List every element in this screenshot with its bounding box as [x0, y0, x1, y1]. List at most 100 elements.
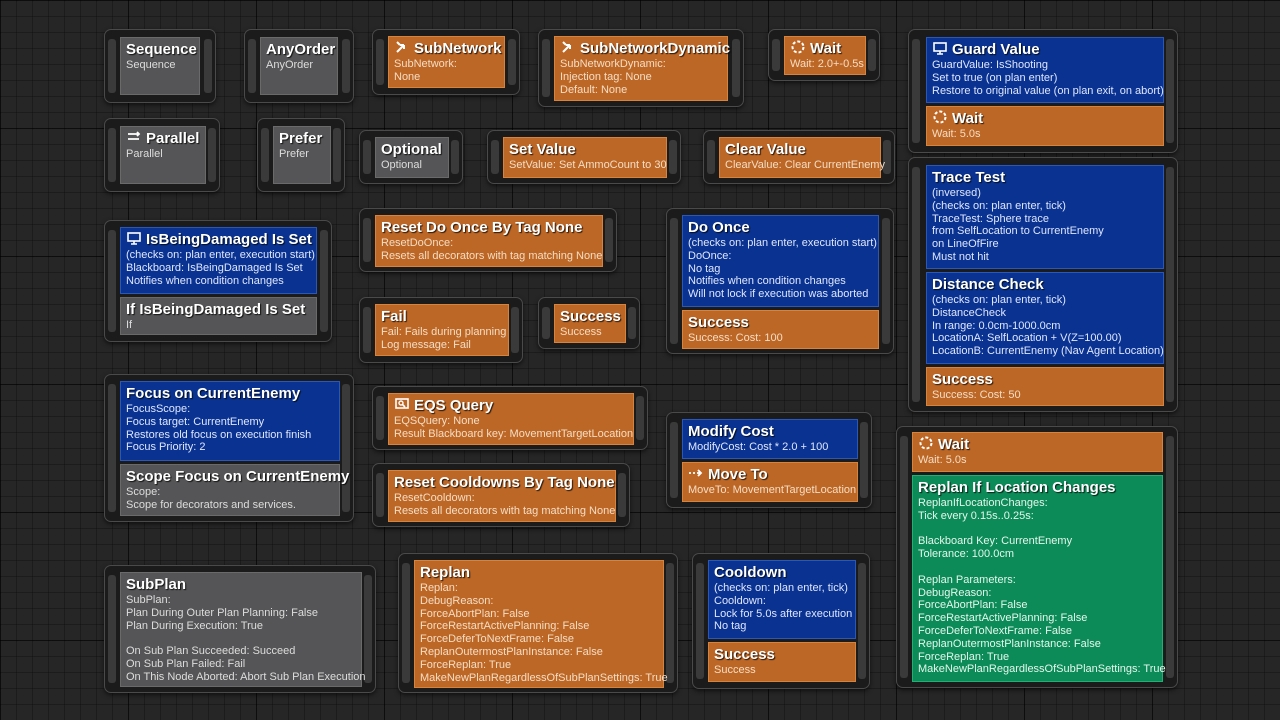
do-once-success-task[interactable]: Success Success: Cost: 100	[682, 310, 879, 349]
node-description: (checks on: plan enter, execution start)…	[126, 249, 315, 287]
guard-value-node[interactable]: Guard Value GuardValue: IsShooting Set t…	[908, 29, 1178, 153]
prefer-panel[interactable]: Prefer Prefer	[273, 126, 331, 184]
node-description: Success: Cost: 100	[688, 332, 783, 344]
clear-value-node[interactable]: Clear Value ClearValue: Clear CurrentEne…	[703, 130, 895, 184]
do-once-node[interactable]: Do Once (checks on: plan enter, executio…	[666, 208, 894, 354]
optional-panel[interactable]: Optional Optional	[375, 137, 449, 178]
node-title: Focus on CurrentEnemy	[126, 385, 301, 402]
guard-wait-task[interactable]: Wait Wait: 5.0s	[926, 106, 1164, 146]
trace-test-decorator[interactable]: Trace Test (inversed) (checks on: plan e…	[926, 165, 1164, 269]
is-being-damaged-node[interactable]: IsBeingDamaged Is Set (checks on: plan e…	[104, 220, 332, 342]
subnetwork-panel[interactable]: SubNetwork SubNetwork: None	[388, 36, 505, 88]
node-description: ResetCooldown: Resets all decorators wit…	[394, 492, 616, 517]
wait-right-task[interactable]: Wait Wait: 5.0s	[912, 432, 1163, 472]
replan-task-node[interactable]: Replan Replan: DebugReason: ForceAbortPl…	[398, 553, 678, 693]
do-once-decorator[interactable]: Do Once (checks on: plan enter, executio…	[682, 215, 879, 307]
node-description: If	[126, 319, 133, 331]
node-title: IsBeingDamaged Is Set	[146, 231, 312, 248]
node-title: Wait	[810, 40, 842, 57]
node-title: Reset Do Once By Tag None	[381, 219, 583, 236]
node-title: Prefer	[279, 130, 323, 147]
move-arrow-icon	[688, 465, 704, 481]
move-to-task[interactable]: Move To MoveTo: MovementTargetLocation	[682, 462, 858, 502]
node-title: Success	[714, 646, 775, 663]
subnetwork-icon	[560, 39, 576, 55]
modify-cost-decorator[interactable]: Modify Cost ModifyCost: Cost * 2.0 + 100	[682, 419, 858, 459]
trace-success-task[interactable]: Success Success: Cost: 50	[926, 367, 1164, 406]
node-description: FocusScope: Focus target: CurrentEnemy R…	[126, 403, 312, 454]
subplan-panel[interactable]: SubPlan SubPlan: Plan During Outer Plan …	[120, 572, 366, 687]
scope-focus-composite[interactable]: Scope Focus on CurrentEnemy Scope: Scope…	[120, 464, 349, 516]
eqs-query-node[interactable]: EQS Query EQSQuery: None Result Blackboa…	[372, 386, 648, 450]
focus-node[interactable]: Focus on CurrentEnemy FocusScope: Focus …	[104, 374, 354, 522]
set-value-node[interactable]: Set Value SetValue: Set AmmoCount to 30	[487, 130, 681, 184]
focus-decorator[interactable]: Focus on CurrentEnemy FocusScope: Focus …	[120, 381, 340, 461]
node-description: EQSQuery: None Result Blackboard key: Mo…	[394, 415, 634, 440]
anyorder-panel[interactable]: AnyOrder AnyOrder	[260, 37, 338, 95]
node-title: Cooldown	[714, 564, 787, 581]
reset-cooldowns-node[interactable]: Reset Cooldowns By Tag None ResetCooldow…	[372, 463, 630, 527]
fail-node[interactable]: Fail Fail: Fails during planning Log mes…	[359, 297, 523, 363]
node-description: Optional	[381, 159, 422, 171]
anyorder-node[interactable]: AnyOrder AnyOrder	[244, 29, 354, 103]
node-description: Wait: 5.0s	[932, 128, 981, 140]
clear-value-panel[interactable]: Clear Value ClearValue: Clear CurrentEne…	[719, 137, 885, 178]
replan-task-panel[interactable]: Replan Replan: DebugReason: ForceAbortPl…	[414, 560, 668, 688]
node-description: ResetDoOnce: Resets all decorators with …	[381, 237, 603, 262]
node-description: SubNetwork: None	[394, 58, 457, 83]
node-description: SubNetworkDynamic: Injection tag: None D…	[560, 58, 666, 96]
wait-panel[interactable]: Wait Wait: 2.0+-0.5s	[784, 36, 866, 75]
success-panel[interactable]: Success Success	[554, 304, 626, 343]
node-title: Sequence	[126, 41, 197, 58]
guard-value-decorator[interactable]: Guard Value GuardValue: IsShooting Set t…	[926, 37, 1164, 103]
if-damaged-composite[interactable]: If IsBeingDamaged Is Set If	[120, 297, 317, 335]
success-node[interactable]: Success Success	[538, 297, 640, 349]
wait-node[interactable]: Wait Wait: 2.0+-0.5s	[768, 29, 880, 81]
wait-icon	[932, 109, 948, 125]
reset-do-once-node[interactable]: Reset Do Once By Tag None ResetDoOnce: R…	[359, 208, 617, 272]
node-description: ModifyCost: Cost * 2.0 + 100	[688, 441, 829, 453]
node-description: (checks on: plan enter, tick) Cooldown: …	[714, 582, 853, 633]
sequence-node[interactable]: Sequence Sequence	[104, 29, 216, 103]
parallel-panel[interactable]: Parallel Parallel	[120, 126, 206, 184]
node-description: (checks on: plan enter, execution start)…	[688, 237, 877, 301]
cooldown-decorator[interactable]: Cooldown (checks on: plan enter, tick) C…	[708, 560, 856, 639]
node-description: Success	[714, 664, 756, 676]
node-title: Do Once	[688, 219, 750, 236]
node-description: ClearValue: Clear CurrentEnemy	[725, 159, 885, 171]
subplan-node[interactable]: SubPlan SubPlan: Plan During Outer Plan …	[104, 565, 376, 693]
node-description: Fail: Fails during planning Log message:…	[381, 326, 507, 351]
wait-icon	[790, 39, 806, 55]
distance-check-decorator[interactable]: Distance Check (checks on: plan enter, t…	[926, 272, 1164, 364]
node-title: Success	[688, 314, 749, 331]
is-being-damaged-decorator[interactable]: IsBeingDamaged Is Set (checks on: plan e…	[120, 227, 317, 294]
modify-cost-node[interactable]: Modify Cost ModifyCost: Cost * 2.0 + 100…	[666, 412, 872, 508]
parallel-node[interactable]: Parallel Parallel	[104, 118, 220, 192]
sequence-panel[interactable]: Sequence Sequence	[120, 37, 200, 95]
eqs-query-panel[interactable]: EQS Query EQSQuery: None Result Blackboa…	[388, 393, 634, 445]
replan-service[interactable]: Replan If Location Changes ReplanIfLocat…	[912, 475, 1166, 682]
subnetwork-node[interactable]: SubNetwork SubNetwork: None	[372, 29, 520, 95]
reset-do-once-panel[interactable]: Reset Do Once By Tag None ResetDoOnce: R…	[375, 215, 603, 267]
node-description: SubPlan: Plan During Outer Plan Planning…	[126, 594, 366, 683]
monitor-icon	[126, 230, 142, 246]
subnetworkdynamic-node[interactable]: SubNetworkDynamic SubNetworkDynamic: Inj…	[538, 29, 744, 107]
cooldown-success-task[interactable]: Success Success	[708, 642, 856, 682]
reset-cooldowns-panel[interactable]: Reset Cooldowns By Tag None ResetCooldow…	[388, 470, 616, 522]
node-title: Guard Value	[952, 41, 1040, 58]
wait-icon	[918, 435, 934, 451]
subnetworkdynamic-panel[interactable]: SubNetworkDynamic SubNetworkDynamic: Inj…	[554, 36, 730, 101]
monitor-icon	[932, 40, 948, 56]
node-title: EQS Query	[414, 397, 494, 414]
fail-panel[interactable]: Fail Fail: Fails during planning Log mes…	[375, 304, 509, 356]
wait-replan-node[interactable]: Wait Wait: 5.0s Replan If Location Chang…	[896, 426, 1178, 688]
node-description: Wait: 5.0s	[918, 454, 967, 466]
cooldown-node[interactable]: Cooldown (checks on: plan enter, tick) C…	[692, 553, 870, 689]
set-value-panel[interactable]: Set Value SetValue: Set AmmoCount to 30	[503, 137, 667, 178]
node-title: Optional	[381, 141, 442, 158]
node-description: GuardValue: IsShooting Set to true (on p…	[932, 59, 1164, 97]
prefer-node[interactable]: Prefer Prefer	[257, 118, 345, 192]
optional-node[interactable]: Optional Optional	[359, 130, 463, 184]
node-title: SubNetwork	[414, 40, 502, 57]
trace-test-node[interactable]: Trace Test (inversed) (checks on: plan e…	[908, 157, 1178, 412]
